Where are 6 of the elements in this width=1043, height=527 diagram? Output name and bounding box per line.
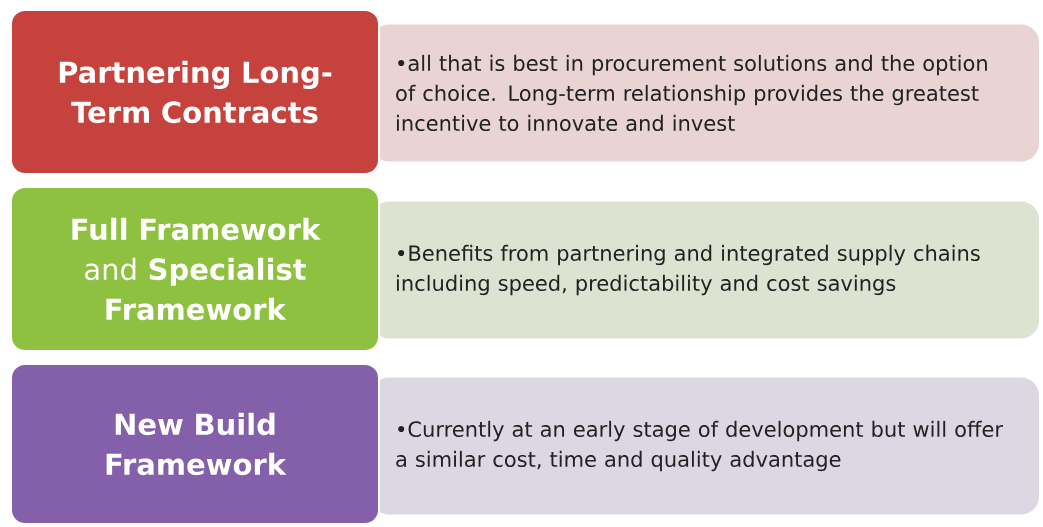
description-bar: •Benefits from partnering and integrated supply chains including speed, predictability and cost savings	[371, 201, 1039, 339]
description-bar: •Currently at an early stage of development but will offer a similar cost, time and quality advantage	[371, 377, 1039, 515]
heading-box: Partnering Long-Term Contracts	[10, 9, 380, 175]
heading-box: New Build Framework	[10, 363, 380, 525]
description-bar: •all that is best in procurement solutions and the option of choice. Long-term relationship provides the greatest incentive to innovate and invest	[371, 24, 1039, 162]
heading-box: Full Framework and Specialist Framework	[10, 186, 380, 352]
